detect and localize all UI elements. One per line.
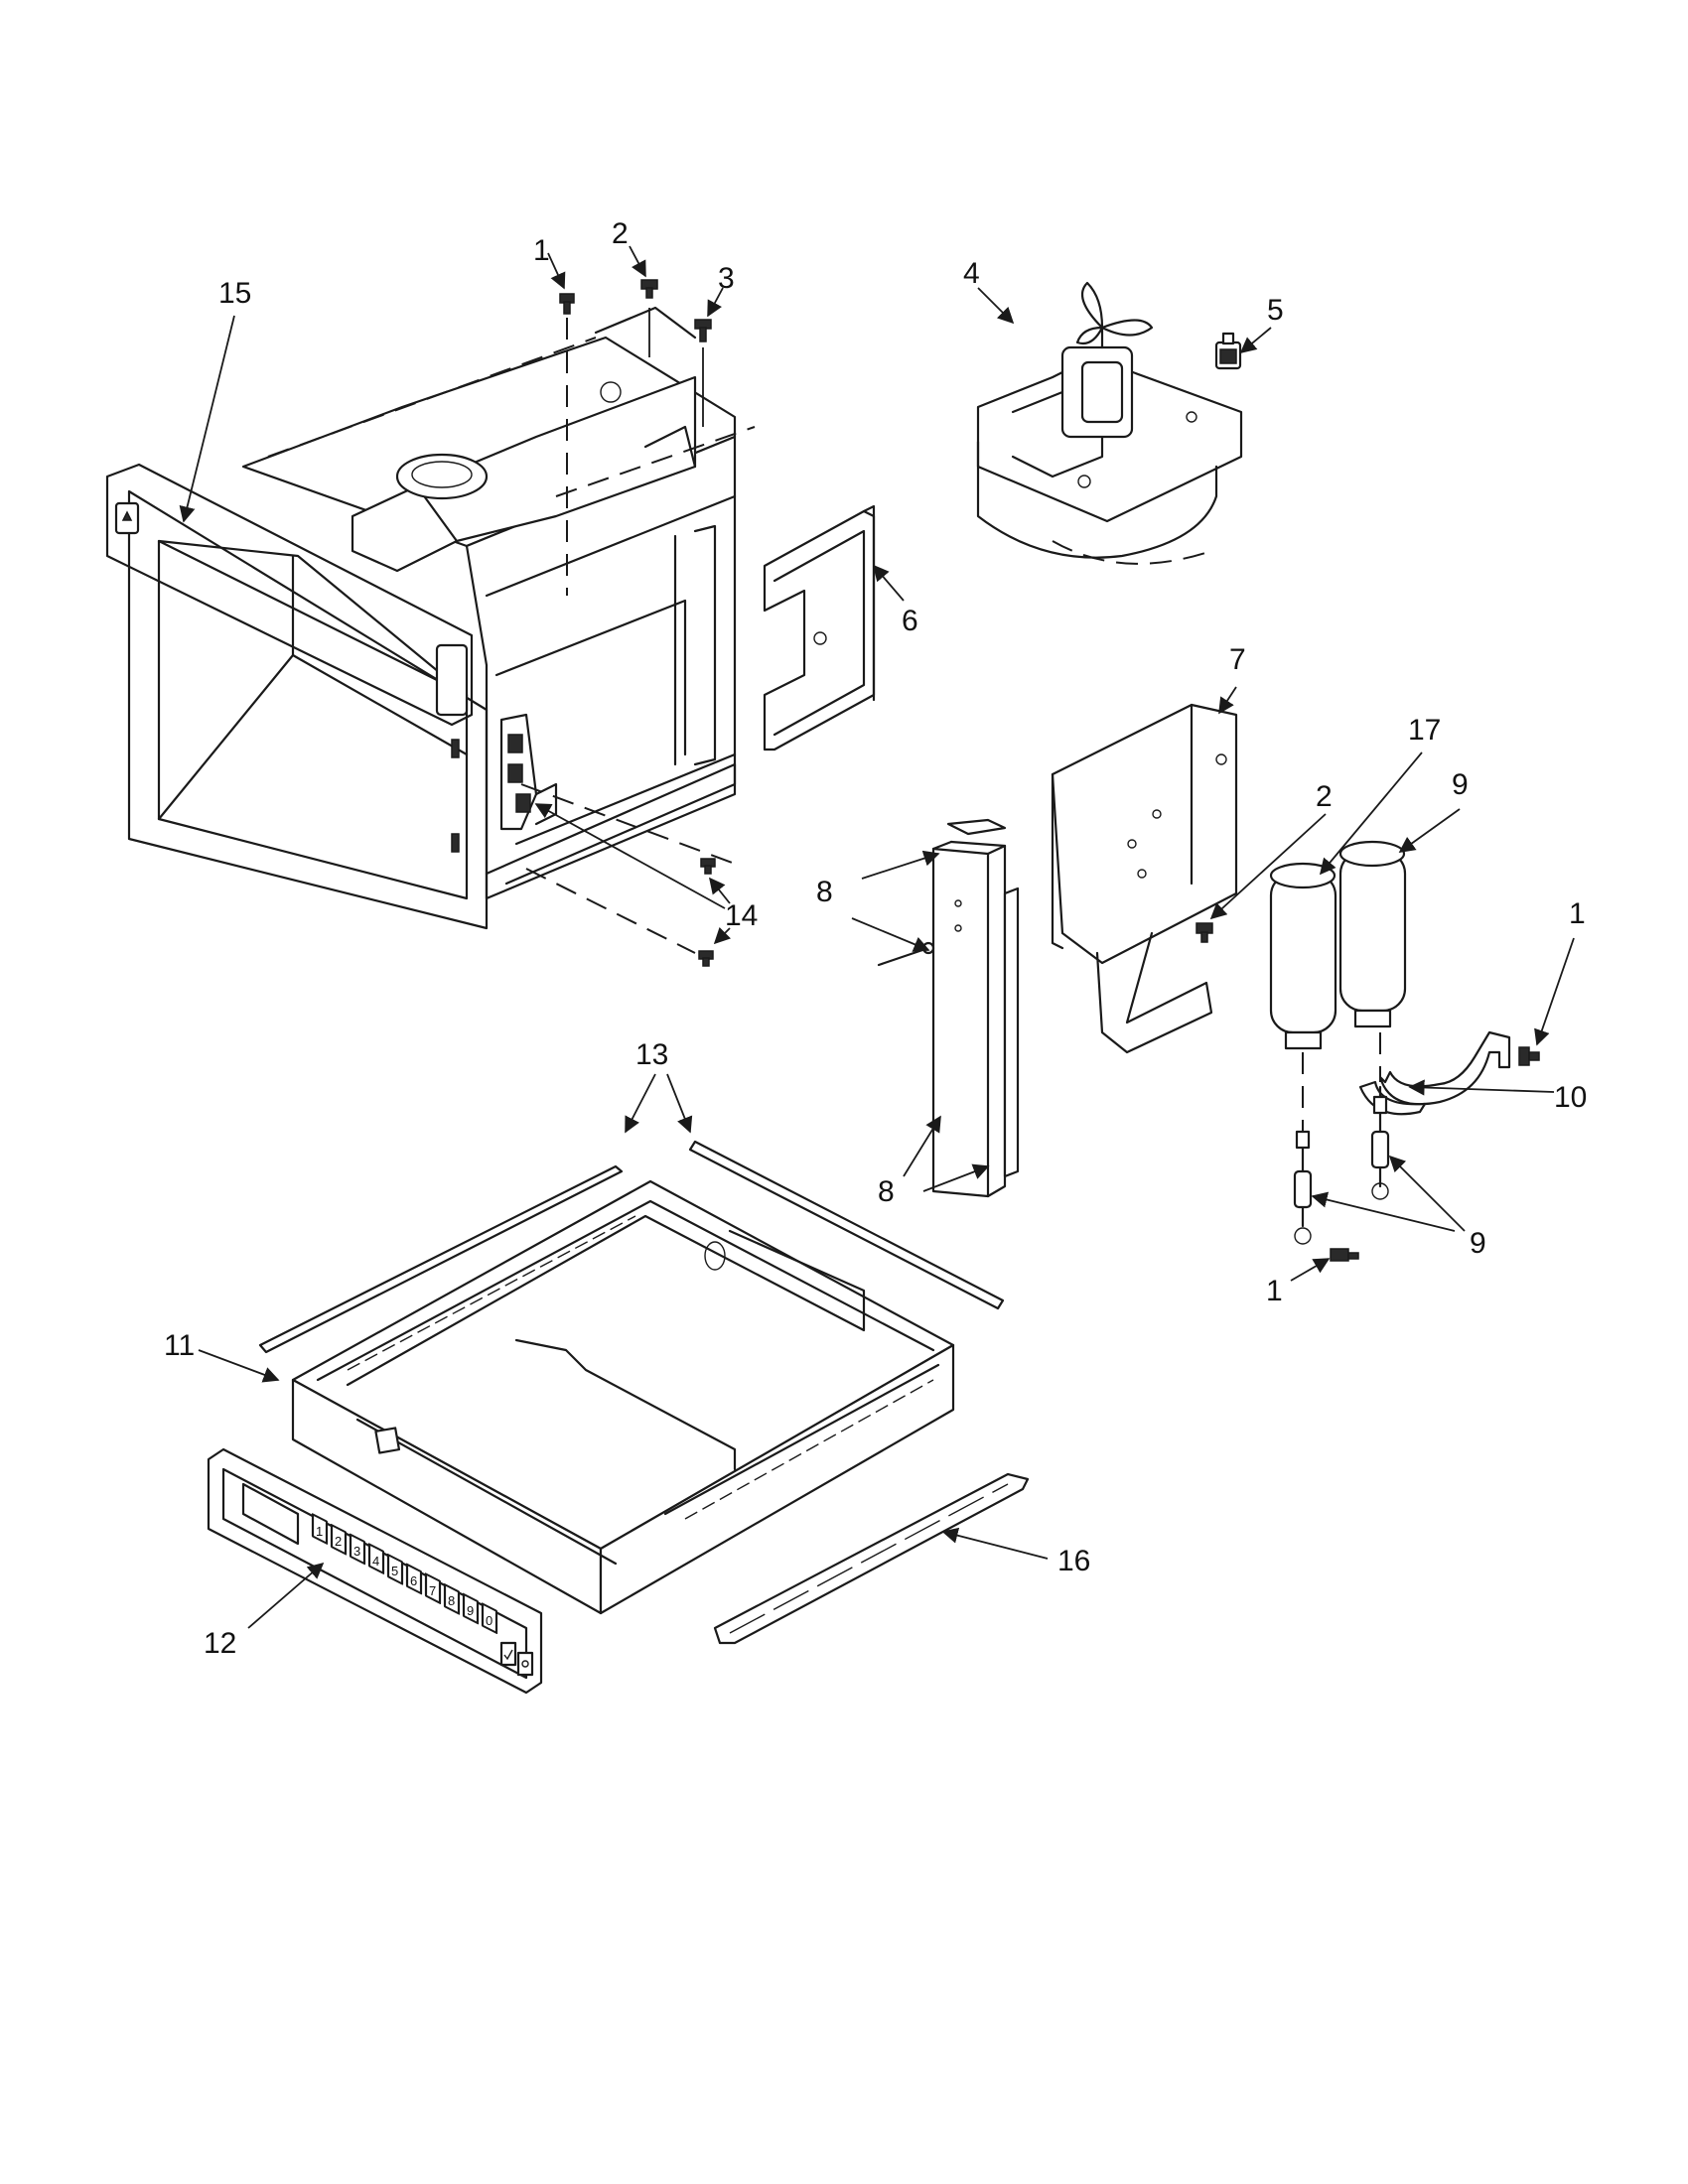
svg-text:1: 1: [316, 1524, 323, 1539]
control-panel: 1 2 3 4 5 6 7 8 9 0: [207, 1447, 543, 1695]
waveguide-strip: [1003, 887, 1020, 1178]
fan-motor-assembly: [976, 281, 1243, 565]
screw-2-top: [640, 279, 658, 299]
thermal-cutout: [1214, 332, 1242, 370]
keypad-key: 0: [481, 1602, 498, 1634]
callout-labels: 1 2 3 4 5 6 7 8 8 9 9 10 11 12 13 14 15 …: [164, 217, 1587, 1660]
keypad-key: 3: [349, 1533, 366, 1566]
screw-14-a: [700, 858, 716, 875]
callout-17: 17: [1408, 714, 1441, 747]
svg-text:8: 8: [448, 1593, 455, 1608]
oven-cabinet-assembly: [105, 306, 737, 930]
keypad-key: 8: [443, 1583, 461, 1615]
screw-1-right: [1518, 1046, 1540, 1066]
leader-lines: [179, 245, 1575, 1629]
callout-15: 15: [218, 277, 251, 310]
callout-9-upper: 9: [1452, 768, 1469, 801]
keypad-key: 1: [311, 1513, 329, 1545]
gasket-strip-left: [258, 1164, 624, 1354]
screw-1-top: [559, 293, 575, 315]
callout-14: 14: [725, 899, 758, 932]
svg-text:5: 5: [391, 1564, 398, 1578]
waveguide-assembly: [877, 818, 1020, 1198]
callout-2-right: 2: [1316, 780, 1333, 813]
keypad-key: 6: [405, 1563, 423, 1595]
keypad-key: 4: [367, 1543, 385, 1574]
callout-2-top: 2: [612, 217, 629, 250]
start-key-icon: [499, 1641, 517, 1667]
callout-8-lower: 8: [878, 1175, 895, 1208]
fan-blade: [1080, 281, 1104, 330]
svg-text:0: 0: [486, 1613, 492, 1628]
callout-7: 7: [1229, 643, 1246, 676]
callout-1-right: 1: [1569, 897, 1586, 930]
keypad-key: 2: [330, 1523, 348, 1556]
callout-8-upper: 8: [816, 876, 833, 908]
shield-plate: [763, 504, 876, 751]
callout-5: 5: [1267, 294, 1284, 327]
screw-2-right: [1196, 922, 1213, 943]
screw-1-bottom: [1330, 1248, 1359, 1262]
svg-text:3: 3: [353, 1544, 360, 1559]
callout-1-bottom: 1: [1266, 1275, 1283, 1307]
svg-text:7: 7: [429, 1583, 436, 1598]
gasket-strip-right: [688, 1140, 1005, 1310]
keypad: 1 2 3 4 5 6 7 8 9 0: [311, 1513, 498, 1634]
svg-text:9: 9: [467, 1603, 474, 1618]
svg-text:4: 4: [372, 1554, 379, 1569]
hv-capacitor-9: [1338, 840, 1407, 1028]
front-frame: [127, 489, 489, 930]
vent-grille: [713, 1472, 1030, 1645]
hv-diode-a: [1293, 1130, 1313, 1245]
capacitor-bracket: [1051, 703, 1238, 1054]
screw-3-top: [694, 319, 712, 342]
front-control-strip: [105, 463, 474, 727]
callout-3: 3: [718, 262, 735, 295]
keypad-key: 5: [386, 1553, 404, 1585]
callout-10: 10: [1554, 1081, 1587, 1114]
svg-text:6: 6: [410, 1573, 417, 1588]
door-opening: [157, 539, 469, 900]
callout-9-lower: 9: [1470, 1227, 1486, 1260]
callout-11: 11: [164, 1329, 195, 1362]
fan-bracket-plate: [976, 355, 1243, 523]
hv-capacitor-17: [1269, 862, 1337, 1050]
keypad-key: 7: [424, 1572, 442, 1604]
tray-right-wall: [599, 1343, 955, 1615]
callout-1-top: 1: [533, 234, 550, 267]
callout-13: 13: [635, 1038, 668, 1071]
callout-16: 16: [1057, 1545, 1090, 1577]
stop-key-icon: [516, 1651, 534, 1677]
tray-vent-slots: [347, 1215, 934, 1520]
keypad-key: 9: [462, 1592, 480, 1625]
screw-14-b: [698, 950, 714, 967]
hv-diode-b: [1370, 1085, 1390, 1200]
svg-text:2: 2: [335, 1534, 342, 1549]
base-tray: [291, 1179, 955, 1615]
callout-12: 12: [204, 1627, 236, 1660]
callout-6: 6: [902, 605, 918, 637]
callout-4: 4: [963, 257, 980, 290]
